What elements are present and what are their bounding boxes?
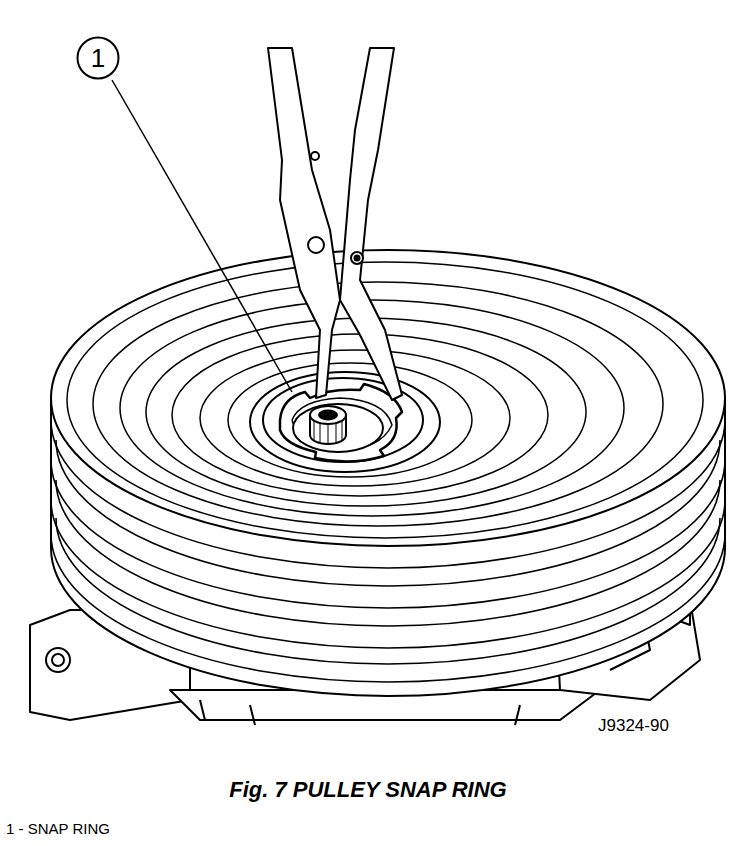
figure-code: J9324-90 [598, 716, 669, 736]
callout-circle: 1 [76, 36, 120, 80]
figure-caption: Fig. 7 PULLEY SNAP RING [229, 777, 506, 803]
pulley-face [51, 250, 725, 546]
legend-key: 1 - SNAP RING [6, 820, 110, 837]
leader-line [112, 80, 292, 392]
port-hole [46, 648, 70, 672]
callout-number: 1 [76, 36, 120, 80]
snap-ring-pliers [268, 48, 340, 398]
pulley-hub [250, 372, 440, 472]
snap-ring-pliers [340, 48, 402, 400]
snap-ring [280, 384, 402, 462]
